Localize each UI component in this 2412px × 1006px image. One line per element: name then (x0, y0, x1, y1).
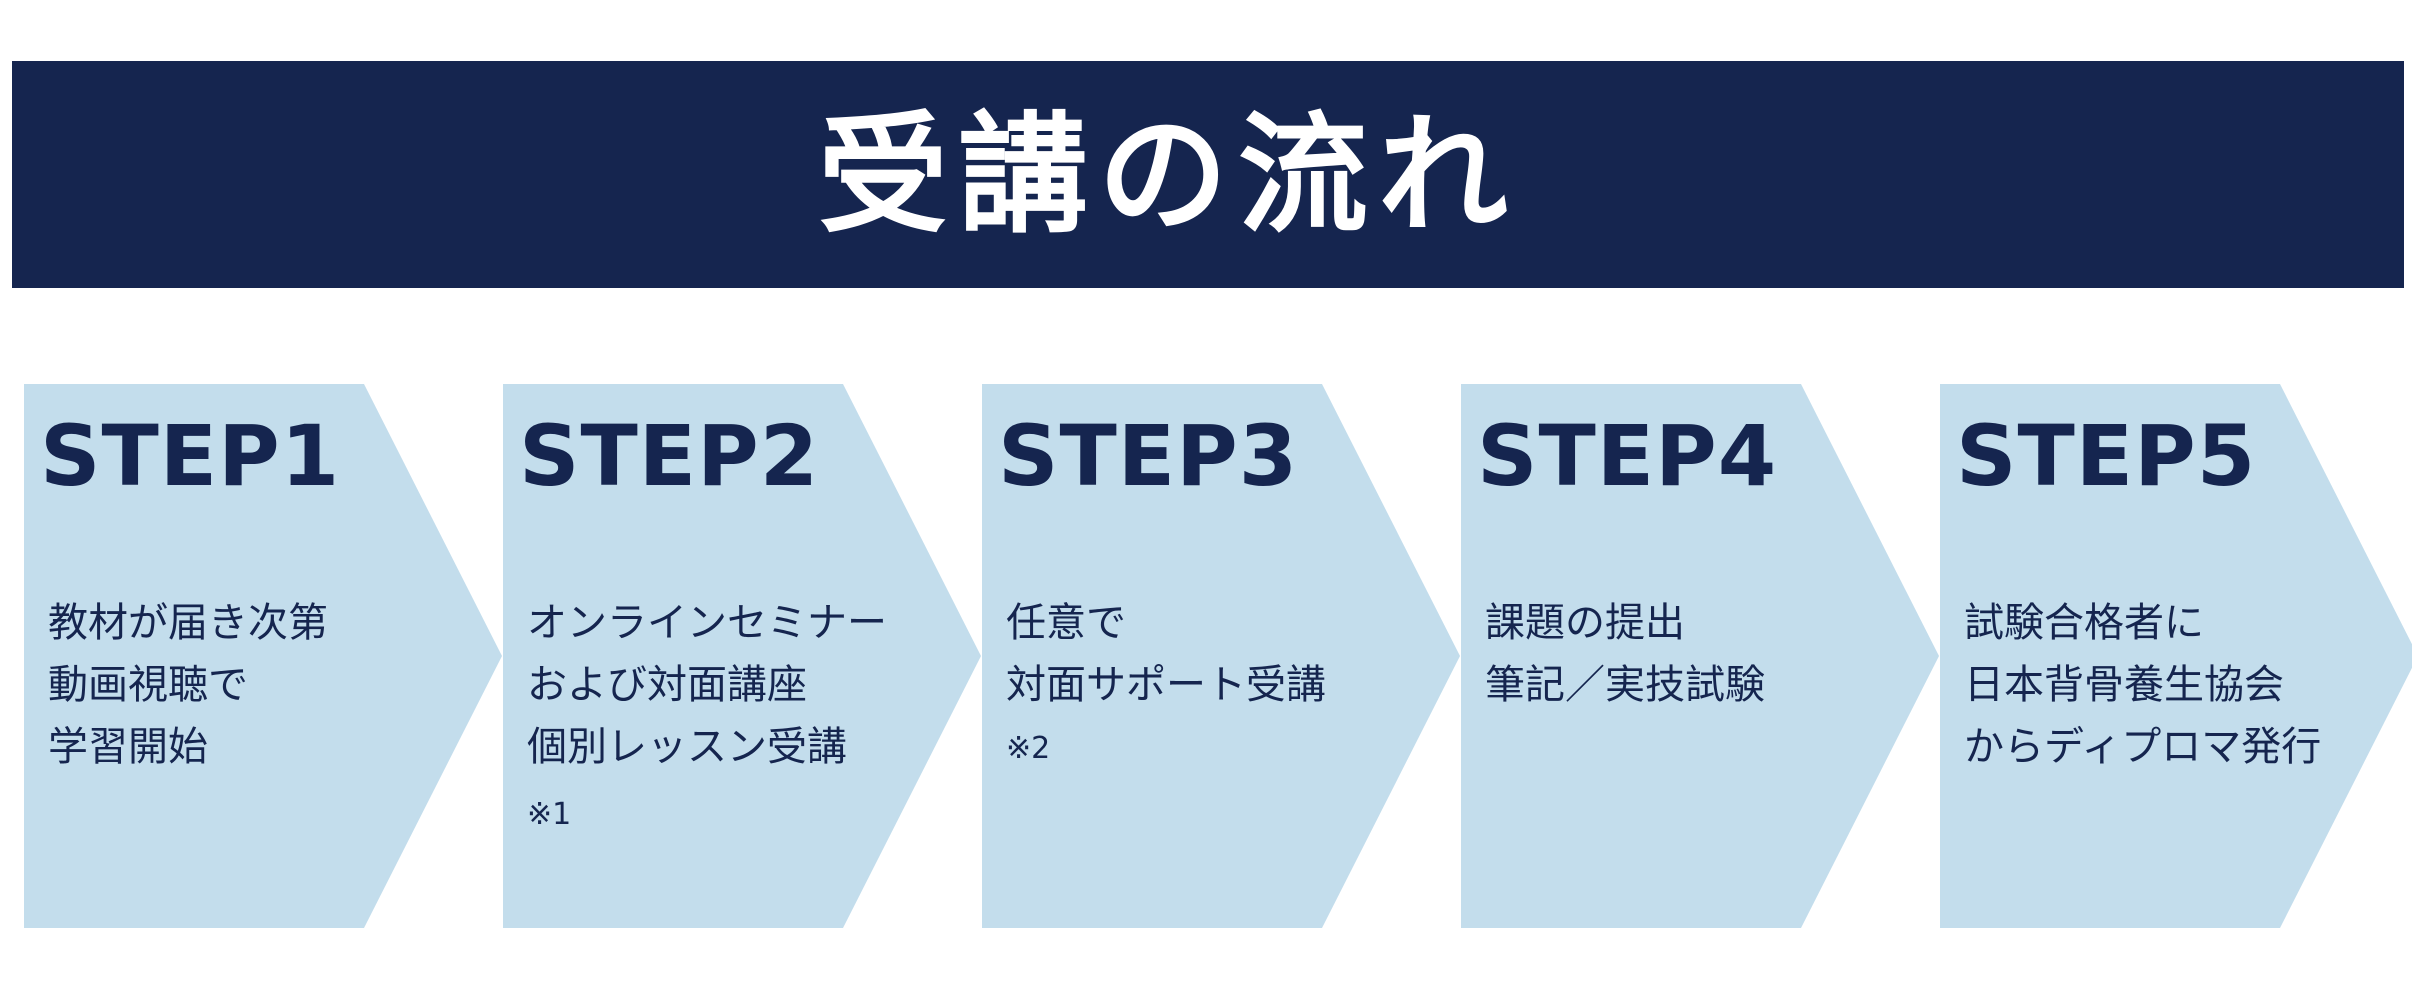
step-description-line: 動画視聴で (48, 662, 248, 708)
step-3: STEP3 任意で 対面サポート受講 ※2 (982, 384, 1460, 928)
step-description-line: 任意で (1006, 600, 1126, 646)
step-description-line: 対面サポート受講 (1006, 662, 1326, 708)
step-description-line: 学習開始 (48, 724, 208, 770)
step-description-line: オンラインセミナー (527, 600, 887, 646)
step-description: 教材が届き次第 動画視聴で 学習開始 (48, 592, 328, 778)
step-description-line: 個別レッスン受講 (527, 724, 847, 770)
step-2: STEP2 オンラインセミナー および対面講座 個別レッスン受講 ※1 (503, 384, 981, 928)
step-description: オンラインセミナー および対面講座 個別レッスン受講 (527, 592, 887, 778)
step-description: 課題の提出 筆記／実技試験 (1485, 592, 1765, 716)
step-description: 試験合格者に 日本背骨養生協会 からディプロマ発行 (1964, 592, 2321, 778)
page-title: 受講の流れ (817, 98, 1518, 251)
step-1: STEP1 教材が届き次第 動画視聴で 学習開始 (24, 384, 502, 928)
step-description: 任意で 対面サポート受講 (1006, 592, 1326, 716)
step-footnote: ※1 (527, 797, 572, 832)
step-5: STEP5 試験合格者に 日本背骨養生協会 からディプロマ発行 (1940, 384, 2412, 928)
step-description-line: 筆記／実技試験 (1485, 662, 1765, 708)
step-label: STEP5 (1956, 407, 2257, 505)
step-footnote: ※2 (1006, 731, 1051, 766)
title-banner: 受講の流れ (12, 61, 2404, 288)
step-label: STEP4 (1477, 407, 1778, 505)
step-label: STEP1 (40, 407, 341, 505)
step-description-line: 日本背骨養生協会 (1964, 662, 2284, 708)
step-description-line: 課題の提出 (1485, 600, 1685, 646)
step-description-line: 試験合格者に (1964, 600, 2204, 646)
step-description-line: からディプロマ発行 (1964, 724, 2322, 770)
step-description-line: および対面講座 (527, 662, 807, 708)
step-description-line: 教材が届き次第 (48, 600, 328, 646)
step-label: STEP2 (519, 407, 820, 505)
step-4: STEP4 課題の提出 筆記／実技試験 (1461, 384, 1939, 928)
step-label: STEP3 (998, 407, 1299, 505)
